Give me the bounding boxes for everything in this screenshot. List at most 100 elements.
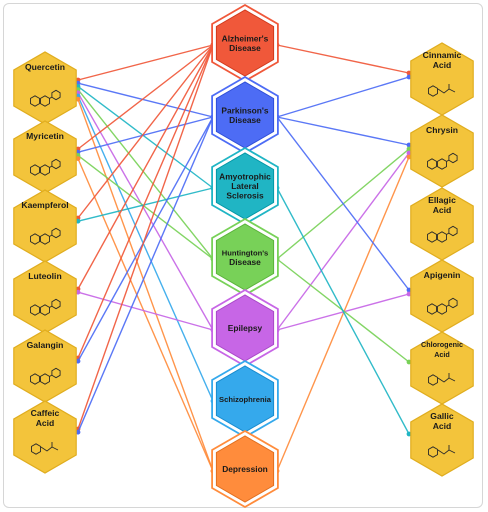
diseases-layer: Alzheimer'sDiseaseParkinson'sDiseaseAmyo…	[211, 3, 279, 509]
edge-caffeic-parkinsons	[75, 114, 216, 435]
compound-node-quercetin: Quercetin	[13, 51, 77, 125]
compound-label-line: Kaempferol	[21, 200, 68, 210]
compound-label-line: Luteolin	[28, 271, 61, 281]
compound-label-line: Apigenin	[424, 270, 461, 280]
edge-line	[77, 44, 214, 150]
disease-node-epilepsy: Epilepsy	[211, 288, 279, 368]
compound-node-chrysin: Chrysin	[410, 114, 474, 188]
edge-quercetin-alzheimers	[75, 42, 216, 83]
edge-line	[276, 76, 410, 118]
edge-line	[77, 95, 214, 402]
molecule-structure-icon	[427, 152, 458, 170]
compound-hexagon	[410, 114, 474, 188]
edge-line	[77, 82, 214, 118]
edge-line	[77, 158, 214, 472]
molecule-structure-icon	[428, 84, 456, 97]
compound-label-line: Myricetin	[26, 131, 64, 141]
edge-line	[77, 44, 214, 81]
compound-label-line: Ellagic	[428, 195, 456, 205]
edge-line	[276, 152, 410, 331]
molecule-structure-icon	[31, 442, 59, 455]
edge-start-dot	[75, 218, 81, 224]
edge-line	[276, 116, 410, 146]
diagram-frame	[3, 3, 483, 508]
edge-line	[77, 98, 214, 472]
molecule-structure-icon	[30, 298, 61, 316]
molecule-structure-icon	[30, 227, 61, 245]
edge-chrysin-epilepsy	[274, 150, 412, 333]
compound-node-apigenin: Apigenin	[410, 259, 474, 333]
edge-quercetin-epilepsy	[75, 90, 216, 333]
compound-label-line: Acid	[36, 418, 55, 428]
compound-label-line: Acid	[433, 421, 452, 431]
edge-myricetin-huntingtons	[75, 153, 216, 262]
compound-hexagon	[410, 403, 474, 477]
edge-line	[276, 187, 410, 435]
disease-label-line: Disease	[229, 43, 261, 53]
molecule-structure-icon	[428, 445, 456, 458]
edge-start-dot	[75, 289, 81, 295]
disease-node-schizophrenia: Schizophrenia	[211, 359, 279, 439]
edge-line	[77, 92, 214, 331]
molecule-structure-icon	[30, 158, 61, 176]
disease-label-line: Parkinson's	[221, 105, 268, 115]
molecule-structure-icon	[427, 225, 458, 243]
disease-label-line: Depression	[222, 464, 268, 474]
compound-label-line: Quercetin	[25, 62, 65, 72]
compound-label-line: Galangin	[27, 340, 64, 350]
edge-quercetin-schizophrenia	[75, 93, 216, 404]
compound-label-line: Gallic	[430, 411, 454, 421]
edge-line	[77, 89, 214, 260]
disease-label-line: Disease	[229, 115, 261, 125]
disease-label-line: Epilepsy	[228, 323, 263, 333]
disease-label-line: Alzheimer's	[222, 33, 269, 43]
compound-hexagon	[13, 400, 77, 474]
molecule-structure-icon	[30, 89, 61, 107]
disease-label-line: Huntington's	[222, 248, 269, 257]
edge-start-dot	[75, 96, 81, 102]
molecule-structure-icon	[428, 373, 456, 386]
edge-start-dot	[75, 156, 81, 162]
edge-line	[77, 116, 214, 153]
edge-kaempferol-alzheimers	[75, 42, 216, 221]
edge-start-dot	[75, 358, 81, 364]
compound-label-line: Acid	[433, 60, 452, 70]
disease-label-line: Schizophrenia	[219, 395, 272, 404]
edge-line	[77, 116, 214, 433]
disease-label-line: Disease	[229, 257, 261, 267]
edge-start-dot	[75, 429, 81, 435]
molecule-structure-icon	[427, 297, 458, 315]
disease-hexagon	[215, 435, 275, 503]
compound-label-line: Chrysin	[426, 125, 458, 135]
edge-cinnamic-alzheimers	[274, 42, 412, 76]
compound-node-kaempferol: Kaempferol	[13, 189, 77, 263]
molecule-structure-icon	[30, 367, 61, 385]
compound-label-line: Acid	[433, 205, 452, 215]
edge-line	[77, 291, 214, 331]
edge-chrysin-parkinsons	[274, 114, 412, 148]
compound-node-luteolin: Luteolin	[13, 260, 77, 334]
edge-luteolin-alzheimers	[75, 42, 216, 292]
disease-node-depression: Depression	[211, 429, 279, 509]
compound-label-line: Caffeic	[31, 408, 60, 418]
edge-gallic-als	[274, 185, 412, 437]
edge-line	[77, 44, 214, 290]
edge-line	[77, 44, 214, 359]
edge-line	[276, 156, 410, 472]
compound-label-line: Chlorogenic	[421, 340, 463, 349]
edge-line	[276, 44, 410, 74]
edge-quercetin-depression	[75, 96, 216, 474]
compound-label-line: Cinnamic	[423, 50, 462, 60]
edge-cinnamic-parkinsons	[274, 74, 412, 120]
edge-line	[77, 154, 214, 260]
